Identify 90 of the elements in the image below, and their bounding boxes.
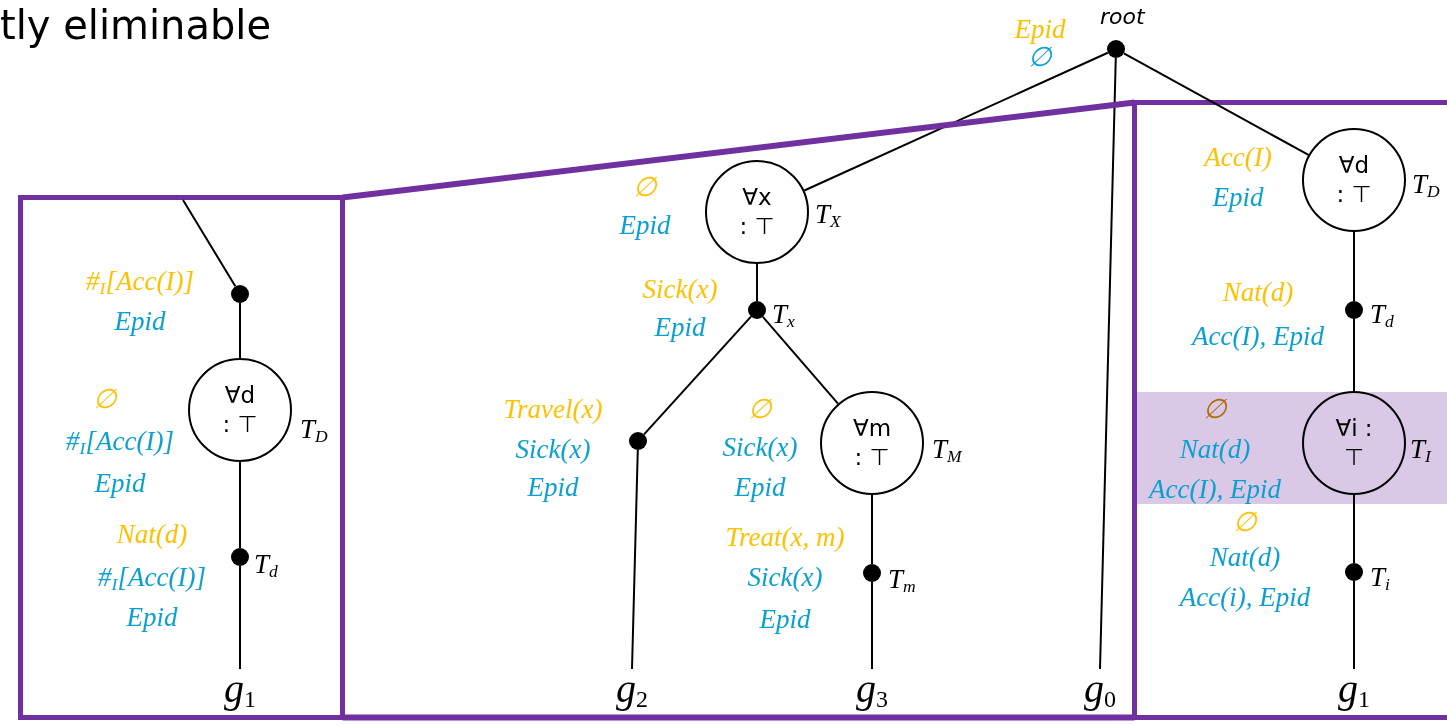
annotation-label: Nat(d) — [1209, 544, 1281, 571]
subtree-label: T$_{i}$ — [1370, 564, 1390, 594]
tree-branch-line — [239, 302, 241, 359]
subtree-label: T$_{x}$ — [772, 301, 795, 331]
tree-branch-line — [871, 581, 873, 671]
annotation-label: Sick(x) — [747, 564, 823, 591]
annotation-label: Treat(x, m) — [725, 524, 845, 551]
tree-node-dot — [1345, 563, 1363, 581]
quantifier-label: ∀m : ⊤ — [852, 414, 892, 472]
tree-branch-line — [239, 565, 241, 671]
tree-node-dot — [1345, 301, 1363, 319]
goal-label: g$_{3}$ — [856, 669, 888, 711]
annotation-label: Epid — [1212, 184, 1264, 211]
annotation-label: ∅ — [93, 386, 117, 413]
tree-node-dot — [748, 301, 766, 319]
subtree-label: T$_{I}$ — [1410, 436, 1431, 466]
tree-node-dot — [231, 548, 249, 566]
tree-branch-line — [756, 263, 758, 302]
goal-label: g$_{1}$ — [1338, 669, 1370, 711]
subtree-label: T$_{D}$ — [300, 416, 328, 446]
annotation-label: Epid — [734, 474, 786, 501]
highlight-band — [1137, 392, 1447, 504]
tree-branch-line — [761, 315, 839, 405]
goal-label: g$_{2}$ — [616, 669, 648, 711]
annotation-label: Epid — [619, 212, 671, 239]
annotation-label: Acc(i), Epid — [1179, 584, 1311, 611]
tree-node-dot — [1107, 40, 1125, 58]
subtree-label: T$_{D}$ — [1412, 171, 1440, 201]
subtree-label: T$_{X}$ — [815, 201, 841, 231]
subtree-label: root — [1100, 6, 1145, 28]
annotation-label: Epid — [527, 474, 579, 501]
annotation-label: #$_{I}$[Acc(I)] — [98, 564, 206, 594]
annotation-label: Epid — [126, 604, 178, 631]
annotation-label: Epid — [654, 314, 706, 341]
subtree-label: T$_{m}$ — [888, 566, 916, 596]
tree-branch-line — [631, 449, 639, 671]
annotation-label: Epid — [94, 470, 146, 497]
annotation-label: Epid — [114, 308, 166, 335]
tree-branch-line — [239, 461, 241, 549]
tree-node-dot — [629, 432, 647, 450]
annotation-label: ∅ — [633, 174, 657, 201]
quantifier-label: ∀d : ⊤ — [1335, 151, 1373, 209]
tree-branch-line — [643, 315, 752, 436]
quantifier-label: ∀d : ⊤ — [221, 381, 259, 439]
subtree-label: T$_{d}$ — [1370, 301, 1394, 331]
zoom-frame — [18, 195, 345, 720]
tree-node-dot — [863, 564, 881, 582]
tree-branch-line — [871, 494, 873, 565]
goal-label: g$_{1}$ — [224, 669, 256, 711]
tree-branch-line — [803, 51, 1109, 192]
annotation-label: Acc(I) — [1204, 144, 1272, 171]
tree-branch-line — [1122, 52, 1310, 156]
tree-branch-line — [182, 199, 237, 288]
annotation-label: #$_{I}$[Acc(I)] — [66, 428, 174, 458]
heading-text: tly eliminable — [0, 2, 272, 48]
goal-label: g$_{0}$ — [1084, 669, 1116, 711]
quantifier-label: ∀i : ⊤ — [1334, 414, 1374, 472]
tree-branch-line — [1353, 494, 1355, 564]
annotation-label: Nat(d) — [1222, 279, 1294, 306]
annotation-label: Nat(d) — [116, 521, 188, 548]
quantifier-circle — [188, 358, 292, 462]
tree-branch-line — [1099, 57, 1117, 671]
tree-branch-line — [1353, 580, 1355, 671]
quantifier-circle — [820, 391, 924, 495]
annotation-label: ∅ — [1028, 44, 1052, 71]
quantifier-circle — [1302, 128, 1406, 232]
annotation-label: Epid — [1014, 16, 1066, 43]
tree-branch-line — [1353, 231, 1355, 302]
zoom-frame — [1132, 100, 1447, 720]
annotation-label: Sick(x) — [515, 436, 591, 463]
annotation-label: Acc(I), Epid — [1192, 323, 1324, 350]
subtree-label: T$_{d}$ — [254, 551, 278, 581]
quantifier-circle — [1302, 391, 1406, 495]
subtree-label: T$_{M}$ — [932, 436, 962, 466]
quantifier-circle — [705, 160, 809, 264]
annotation-label: Epid — [759, 606, 811, 633]
annotation-label: ∅ — [748, 396, 772, 423]
tree-branch-line — [1353, 318, 1355, 392]
annotation-label: Acc(I), Epid — [1149, 476, 1281, 503]
tree-node-dot — [231, 285, 249, 303]
quantifier-label: ∀x : ⊤ — [738, 183, 776, 241]
annotation-label: ∅ — [1233, 509, 1257, 536]
annotation-label: Travel(x) — [503, 396, 603, 423]
annotation-label: Sick(x) — [722, 434, 798, 461]
annotation-label: #$_{I}$[Acc(I)] — [86, 268, 194, 298]
annotation-label: ∅ — [1203, 396, 1227, 423]
zoom-connector-line — [342, 714, 1135, 721]
annotation-label: Sick(x) — [642, 276, 718, 303]
zoom-connector-line — [342, 99, 1135, 201]
annotation-label: Nat(d) — [1179, 436, 1251, 463]
